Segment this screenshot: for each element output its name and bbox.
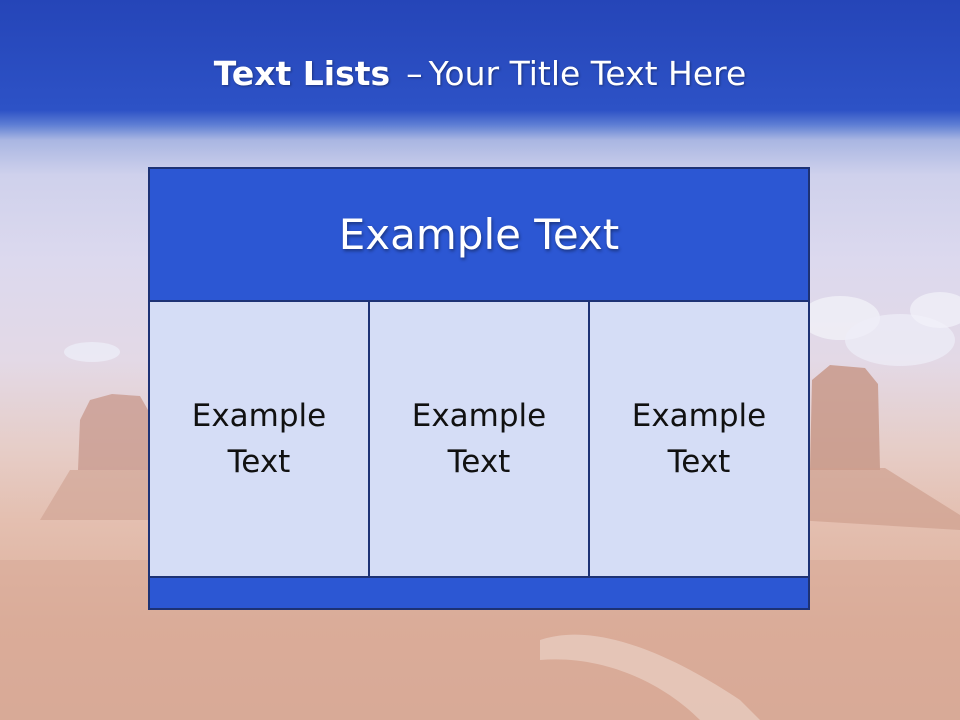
- panel-header: Example Text: [150, 169, 808, 302]
- panel-footer-bar: [150, 576, 808, 608]
- title-separator: –: [406, 54, 423, 93]
- panel-columns: Example Text Example Text Example Text: [150, 302, 808, 576]
- text-list-panel: Example Text Example Text Example Text E…: [148, 167, 810, 610]
- panel-column-1: Example Text: [150, 302, 370, 576]
- title-bold-text: Text Lists: [213, 54, 391, 93]
- slide-title: Text Lists–Your Title Text Here: [0, 50, 960, 98]
- panel-column-1-text: Example Text: [191, 398, 327, 480]
- panel-column-3: Example Text: [590, 302, 808, 576]
- panel-column-2: Example Text: [370, 302, 590, 576]
- title-rest-text: Your Title Text Here: [428, 54, 747, 93]
- panel-column-2-text: Example Text: [411, 398, 547, 480]
- panel-column-3-text: Example Text: [631, 398, 767, 480]
- panel-header-text: Example Text: [338, 210, 620, 259]
